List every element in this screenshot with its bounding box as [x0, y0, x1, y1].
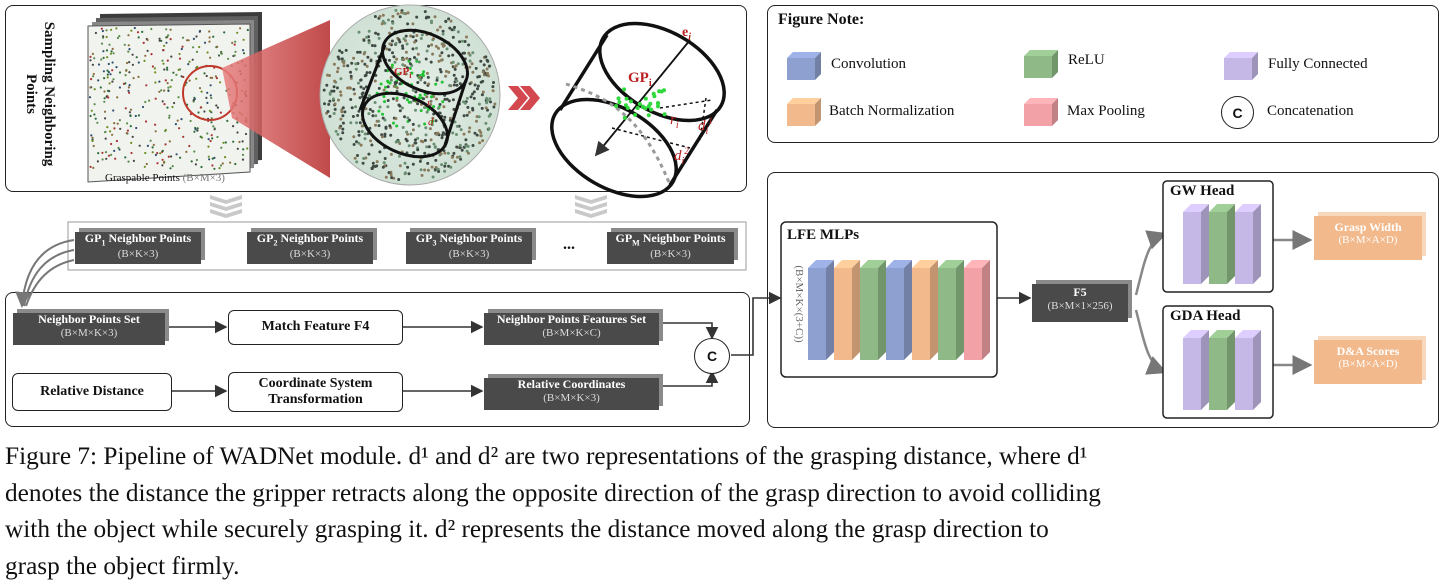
note-label-concatenation: Concatenation: [1267, 103, 1354, 119]
gp-label: GPi: [628, 70, 652, 89]
gw-layer: [1235, 204, 1261, 284]
zoom-d-label: d: [428, 116, 434, 128]
lfe-layer-stack: [808, 260, 990, 360]
zoom-r-label: r: [427, 97, 432, 109]
gp2-neighbor-points: GP2 Neighbor Points (B×K×3): [247, 231, 373, 264]
d2-label: di2: [674, 146, 689, 167]
gda-head-title: GDA Head: [1170, 308, 1241, 324]
lfe-layer: [964, 260, 990, 360]
neighbor-ellipsis: ...: [563, 236, 575, 253]
figure-note-title: Figure Note:: [778, 11, 865, 28]
cylinder-detail: [550, 21, 726, 199]
graspable-points-text: Graspable Points: [105, 172, 180, 184]
note-label-batch-norm: Batch Normalization: [829, 103, 955, 119]
gather-arrows: [15, 239, 75, 308]
e-vector-label: ei: [682, 25, 691, 43]
legend-swatches: [787, 50, 1258, 126]
da-scores-output: D&A Scores (B×M×A×D): [1314, 340, 1422, 384]
pipeline-arrows: [166, 291, 782, 398]
zoom-beam: [222, 20, 330, 178]
gp3-neighbor-points: GP3 Neighbor Points (B×K×3): [406, 231, 532, 264]
point-cloud-stack: [87, 12, 262, 183]
lfe-layer: [834, 260, 860, 360]
coordinate-system-transformation: Coordinate System Transformation: [228, 372, 403, 412]
gda-layer: [1209, 330, 1235, 410]
concatenation-symbol: C: [1221, 96, 1254, 129]
batch-norm-swatch: [787, 98, 821, 126]
max-pooling-swatch: [1024, 98, 1058, 126]
gw-layer: [1209, 204, 1235, 284]
next-chevrons: [508, 86, 540, 110]
lfe-frame: [780, 221, 998, 378]
relative-coordinates: Relative Coordinates (B×M×K×3): [484, 377, 659, 410]
lfe-mlps-title: LFE MLPs: [787, 227, 860, 243]
d1-label: di1: [698, 116, 713, 137]
zoom-gp-label: GPi: [394, 66, 412, 81]
caption-line: Figure 7: Pipeline of WADNet module. d¹ …: [5, 442, 1088, 470]
note-label-convolution: Convolution: [831, 56, 907, 72]
concat-node: C: [694, 338, 730, 374]
radius-label: ri: [670, 112, 679, 131]
neighbor-points-set: Neighbor Points Set (B×M×K×3): [13, 312, 165, 345]
gp1-neighbor-points: GP1 Neighbor Points (B×K×3): [75, 231, 201, 264]
relative-distance: Relative Distance: [12, 373, 172, 411]
lfe-layer: [886, 260, 912, 360]
network-arrows: [997, 230, 1313, 375]
zoom-detail: [319, 4, 501, 186]
relu-swatch: [1024, 50, 1058, 78]
f5-features: F5 (B×M×1×256): [1032, 284, 1128, 322]
gw-layer: [1183, 204, 1209, 284]
caption-line: denotes the distance the gripper retract…: [5, 478, 1101, 507]
gda-layer: [1235, 330, 1261, 410]
graspable-points-dims: (B×M×3): [182, 172, 225, 184]
lfe-layer: [808, 260, 834, 360]
match-feature-f4: Match Feature F4: [228, 310, 403, 345]
figure-caption: Figure 7: Pipeline of WADNet module. d¹ …: [5, 438, 1441, 584]
neighbor-points-features-set: Neighbor Points Features Set (B×M×K×C): [484, 312, 659, 345]
gda-layer: [1183, 330, 1209, 410]
gw-head-title: GW Head: [1170, 183, 1235, 199]
lfe-layer: [938, 260, 964, 360]
note-label-relu: ReLU: [1068, 52, 1105, 68]
graspable-points-label: Graspable Points (B×M×3): [105, 172, 225, 184]
fully-connected-swatch: [1224, 52, 1258, 80]
grasp-width-output: Grasp Width (B×M×A×D): [1314, 216, 1422, 260]
caption-line: grasp the object firmly.: [5, 551, 240, 580]
lfe-layer: [912, 260, 938, 360]
convolution-swatch: [787, 52, 821, 80]
lfe-layer: [860, 260, 886, 360]
gpm-neighbor-points: GPM Neighbor Points (B×K×3): [607, 231, 734, 264]
sampling-label: Sampling Neighboring Points: [23, 21, 57, 167]
lfe-dims: (B×M×K×(3+C)): [793, 265, 805, 343]
note-label-max-pooling: Max Pooling: [1067, 103, 1145, 119]
caption-line: with the object while securely grasping …: [5, 515, 1049, 543]
down-chevrons: [210, 195, 607, 218]
note-label-fully-connected: Fully Connected: [1268, 56, 1368, 72]
figure-note-panel: [767, 5, 1439, 143]
gw-head-layers: [1183, 204, 1261, 284]
gda-head-layers: [1183, 330, 1261, 410]
